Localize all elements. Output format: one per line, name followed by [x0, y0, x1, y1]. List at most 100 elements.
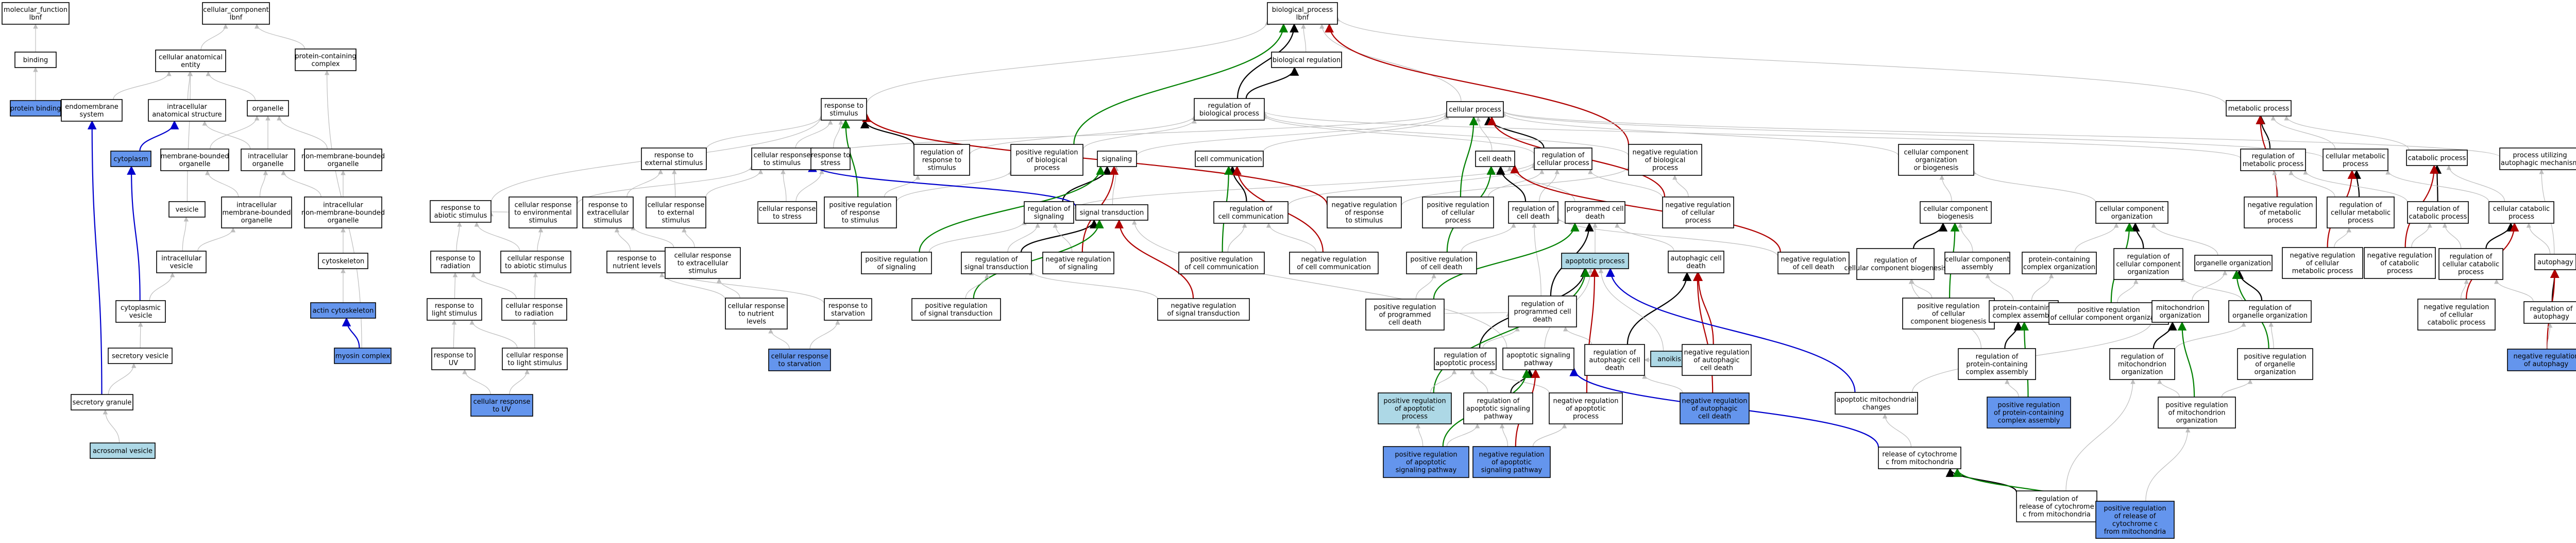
term-node-organelle[interactable]: organelle: [247, 100, 289, 117]
term-node-cc_comm[interactable]: cell communication: [1195, 151, 1264, 167]
term-node-secv[interactable]: secretory vesicle: [108, 348, 173, 364]
term-node-catp[interactable]: catabolic process: [2406, 150, 2468, 166]
term-node-signaling[interactable]: signaling: [1097, 151, 1137, 167]
term-node-protein_binding[interactable]: protein binding: [10, 100, 61, 117]
term-node-anoikis[interactable]: anoikis: [1650, 351, 1688, 367]
term-node-celldeath[interactable]: cell death: [1475, 151, 1515, 167]
term-node-oo[interactable]: organelle organization: [2194, 255, 2273, 271]
term-node-st[interactable]: signal transduction: [1075, 204, 1148, 221]
term-node-cytoskeleton[interactable]: cytoskeleton: [318, 253, 368, 269]
term-node-aproc[interactable]: apoptotic process: [1561, 253, 1629, 269]
term-node-vesicle[interactable]: vesicle: [168, 201, 206, 218]
term-node-biorg[interactable]: biological regulation: [1271, 52, 1342, 68]
term-node-inmbo[interactable]: intracellularnon-membrane-boundedorganel…: [301, 196, 385, 228]
term-node-acro[interactable]: acrosomal vesicle: [90, 442, 156, 459]
term-node-actin[interactable]: actin cytoskeleton: [310, 302, 376, 319]
term-node-binding[interactable]: binding: [14, 52, 57, 68]
term-node-cytoplasm[interactable]: cytoplasm: [110, 151, 151, 167]
term-node-cp[interactable]: cellular process: [1446, 101, 1504, 118]
